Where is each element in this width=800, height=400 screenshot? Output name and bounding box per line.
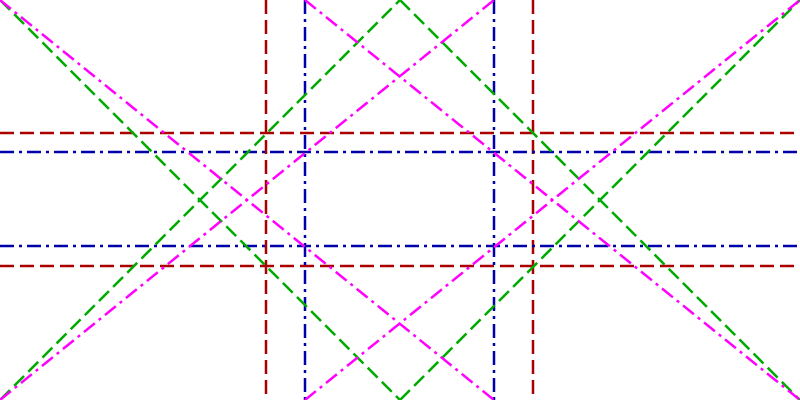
magenta-diagonal-3-line — [304, 0, 800, 400]
magenta-diagonal-4-line — [0, 0, 495, 400]
green-diagonal-4-line — [399, 0, 800, 400]
green-diagonal-3-line — [0, 0, 401, 400]
